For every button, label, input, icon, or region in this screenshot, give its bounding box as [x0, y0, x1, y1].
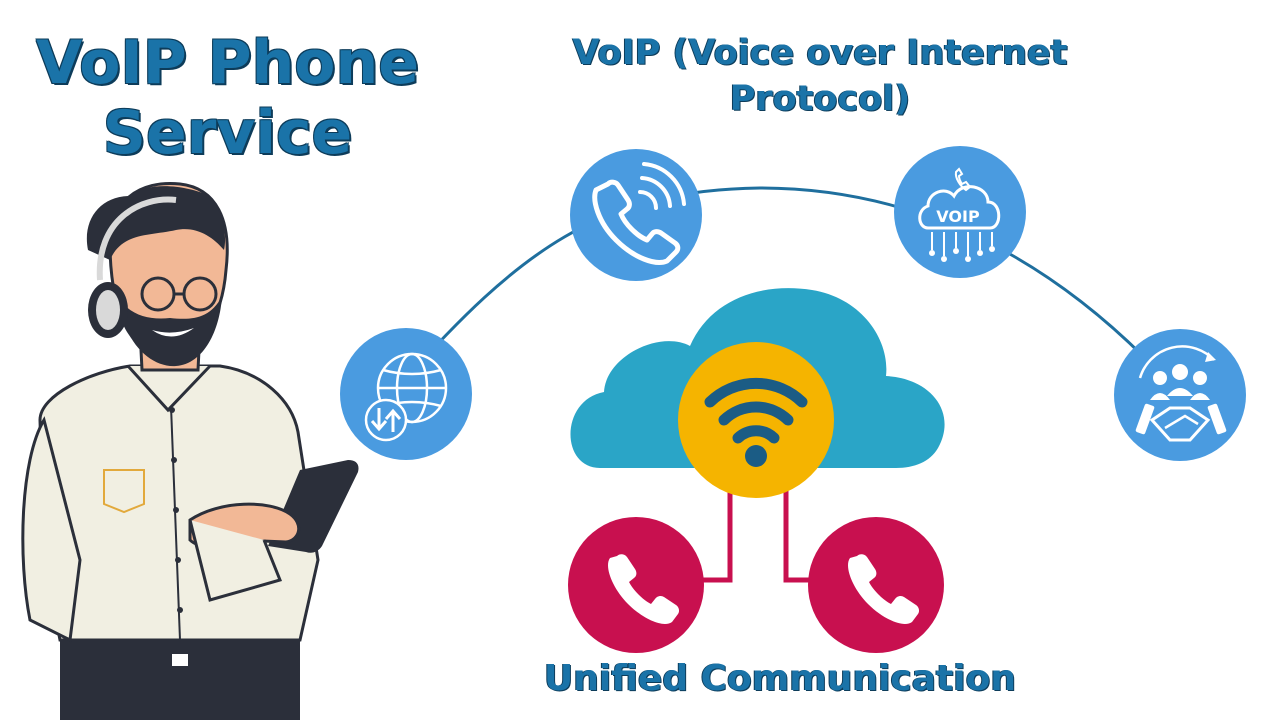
voip-cloud-node: VOIP [894, 146, 1026, 278]
phone-connectors [700, 480, 816, 583]
phone-icon [608, 554, 680, 624]
headset-icon [88, 196, 177, 338]
right-phone-node [808, 517, 944, 653]
globe-upload-download-icon [376, 352, 448, 424]
phone-icon [848, 554, 920, 624]
phone-ringing-icon [592, 162, 686, 265]
handshake-team-icon [1135, 345, 1227, 442]
person-with-headset-illustration [21, 182, 359, 720]
team-collaboration-node [1114, 329, 1246, 461]
left-phone-node [568, 517, 704, 653]
page-title: VoIP Phone Service [36, 28, 419, 168]
unified-communication-label: Unified Communication [544, 658, 1016, 699]
connection-arc [398, 186, 1182, 396]
wifi-badge [678, 342, 834, 498]
voip-cloud-icon: VOIP [918, 167, 1001, 262]
voip-badge-text: VOIP [936, 207, 980, 226]
diagram-subtitle: VoIP (Voice over Internet Protocol) [572, 33, 1068, 119]
wifi-icon [704, 377, 808, 444]
phone-call-node [570, 149, 702, 281]
internet-node [340, 328, 472, 460]
